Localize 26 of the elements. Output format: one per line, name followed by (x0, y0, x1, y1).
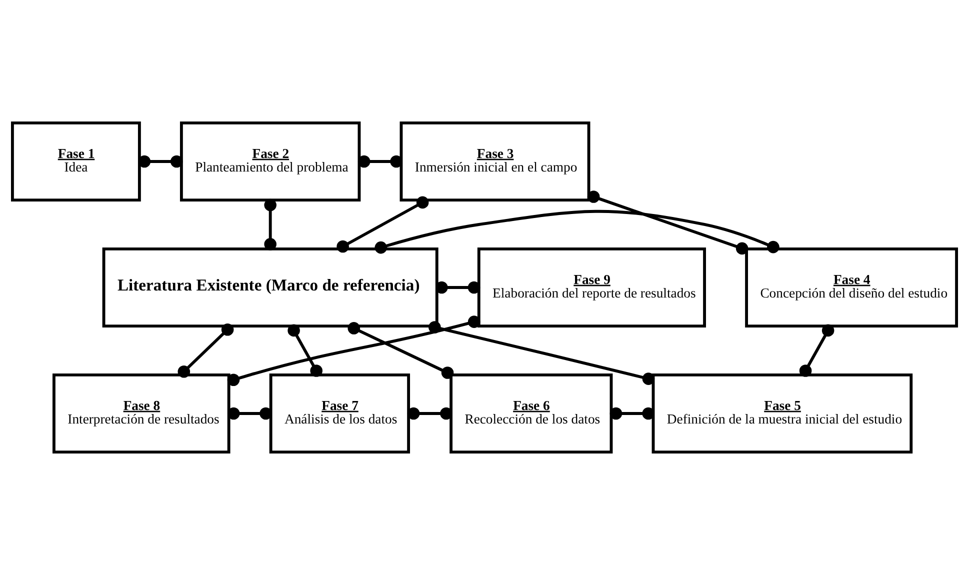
connector (227, 315, 480, 386)
connector (358, 154, 402, 168)
node-box: Fase 1 Idea (11, 120, 141, 202)
node-box: Literatura Existente (Marco de referencia) (102, 246, 438, 328)
node-box: Fase 9 Elaboración del reporte de resultados (477, 246, 706, 328)
connector (436, 280, 480, 294)
connector (799, 324, 834, 376)
connector (227, 406, 272, 420)
connector (407, 406, 452, 420)
node-box: Fase 6 Recolección de los datos (450, 372, 613, 454)
connector (288, 324, 322, 376)
node-box: Fase 4 Concepción del diseño del estudio (745, 246, 958, 328)
node-box: Fase 5 Definición de la muestra inicial del estudio (652, 372, 913, 454)
connector (428, 320, 655, 384)
node-box: Fase 3 Inmersión inicial en el campo (400, 120, 590, 202)
connector (587, 190, 748, 254)
connector (374, 209, 780, 254)
connector (178, 322, 234, 378)
connector (336, 196, 429, 252)
connector (138, 154, 183, 168)
node-box: Fase 7 Análisis de los datos (269, 372, 410, 454)
node-box: Fase 2 Planteamiento del problema (180, 120, 361, 202)
connector (610, 406, 654, 420)
node-box: Fase 8 Interpretación de resultados (52, 372, 230, 454)
connector (264, 198, 276, 250)
connector (348, 322, 454, 378)
